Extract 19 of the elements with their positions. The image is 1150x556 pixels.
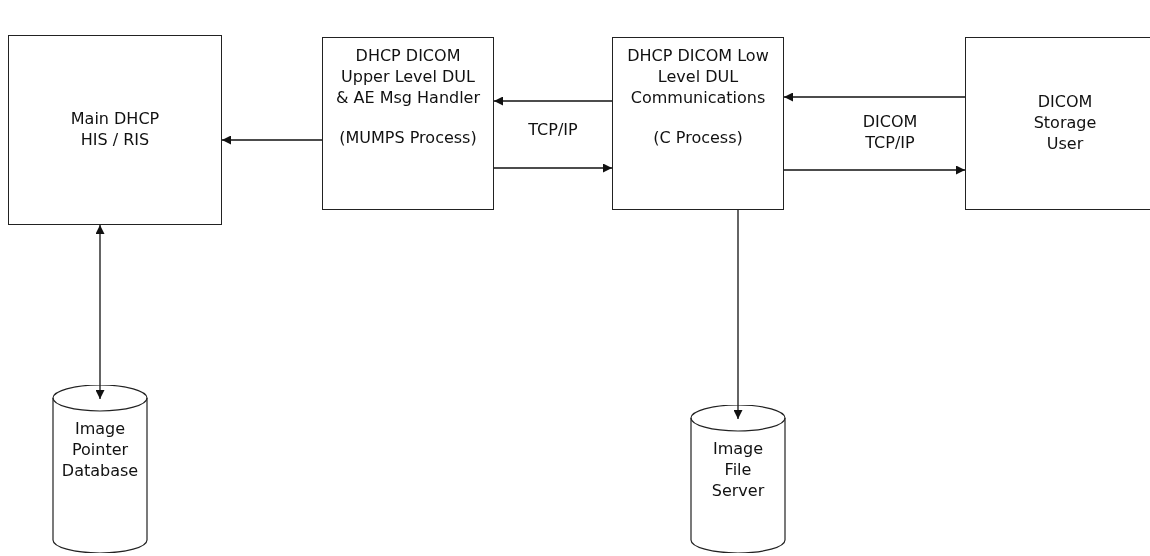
process-box — [612, 37, 784, 210]
node-label: Image Pointer Database — [60, 419, 140, 482]
arrow — [733, 209, 743, 420]
process-note: (C Process) — [653, 128, 743, 150]
node-label: DICOM Storage User — [1032, 92, 1098, 155]
node-label: DHCP DICOM Low Level DUL Communications — [626, 46, 770, 109]
process-note: (MUMPS Process) — [339, 128, 477, 150]
node-label: Main DHCP HIS / RIS — [70, 109, 160, 151]
system-box — [8, 35, 222, 225]
arrow — [493, 163, 613, 173]
arrow — [221, 135, 323, 145]
arrow — [95, 224, 105, 400]
node-label: Image File Server — [710, 439, 766, 502]
arrow — [493, 96, 613, 106]
arrow — [783, 165, 966, 175]
system-box — [965, 37, 1150, 210]
node-label: DHCP DICOM Upper Level DUL & AE Msg Handler — [334, 46, 482, 109]
process-box — [322, 37, 494, 210]
arrow — [783, 92, 966, 102]
